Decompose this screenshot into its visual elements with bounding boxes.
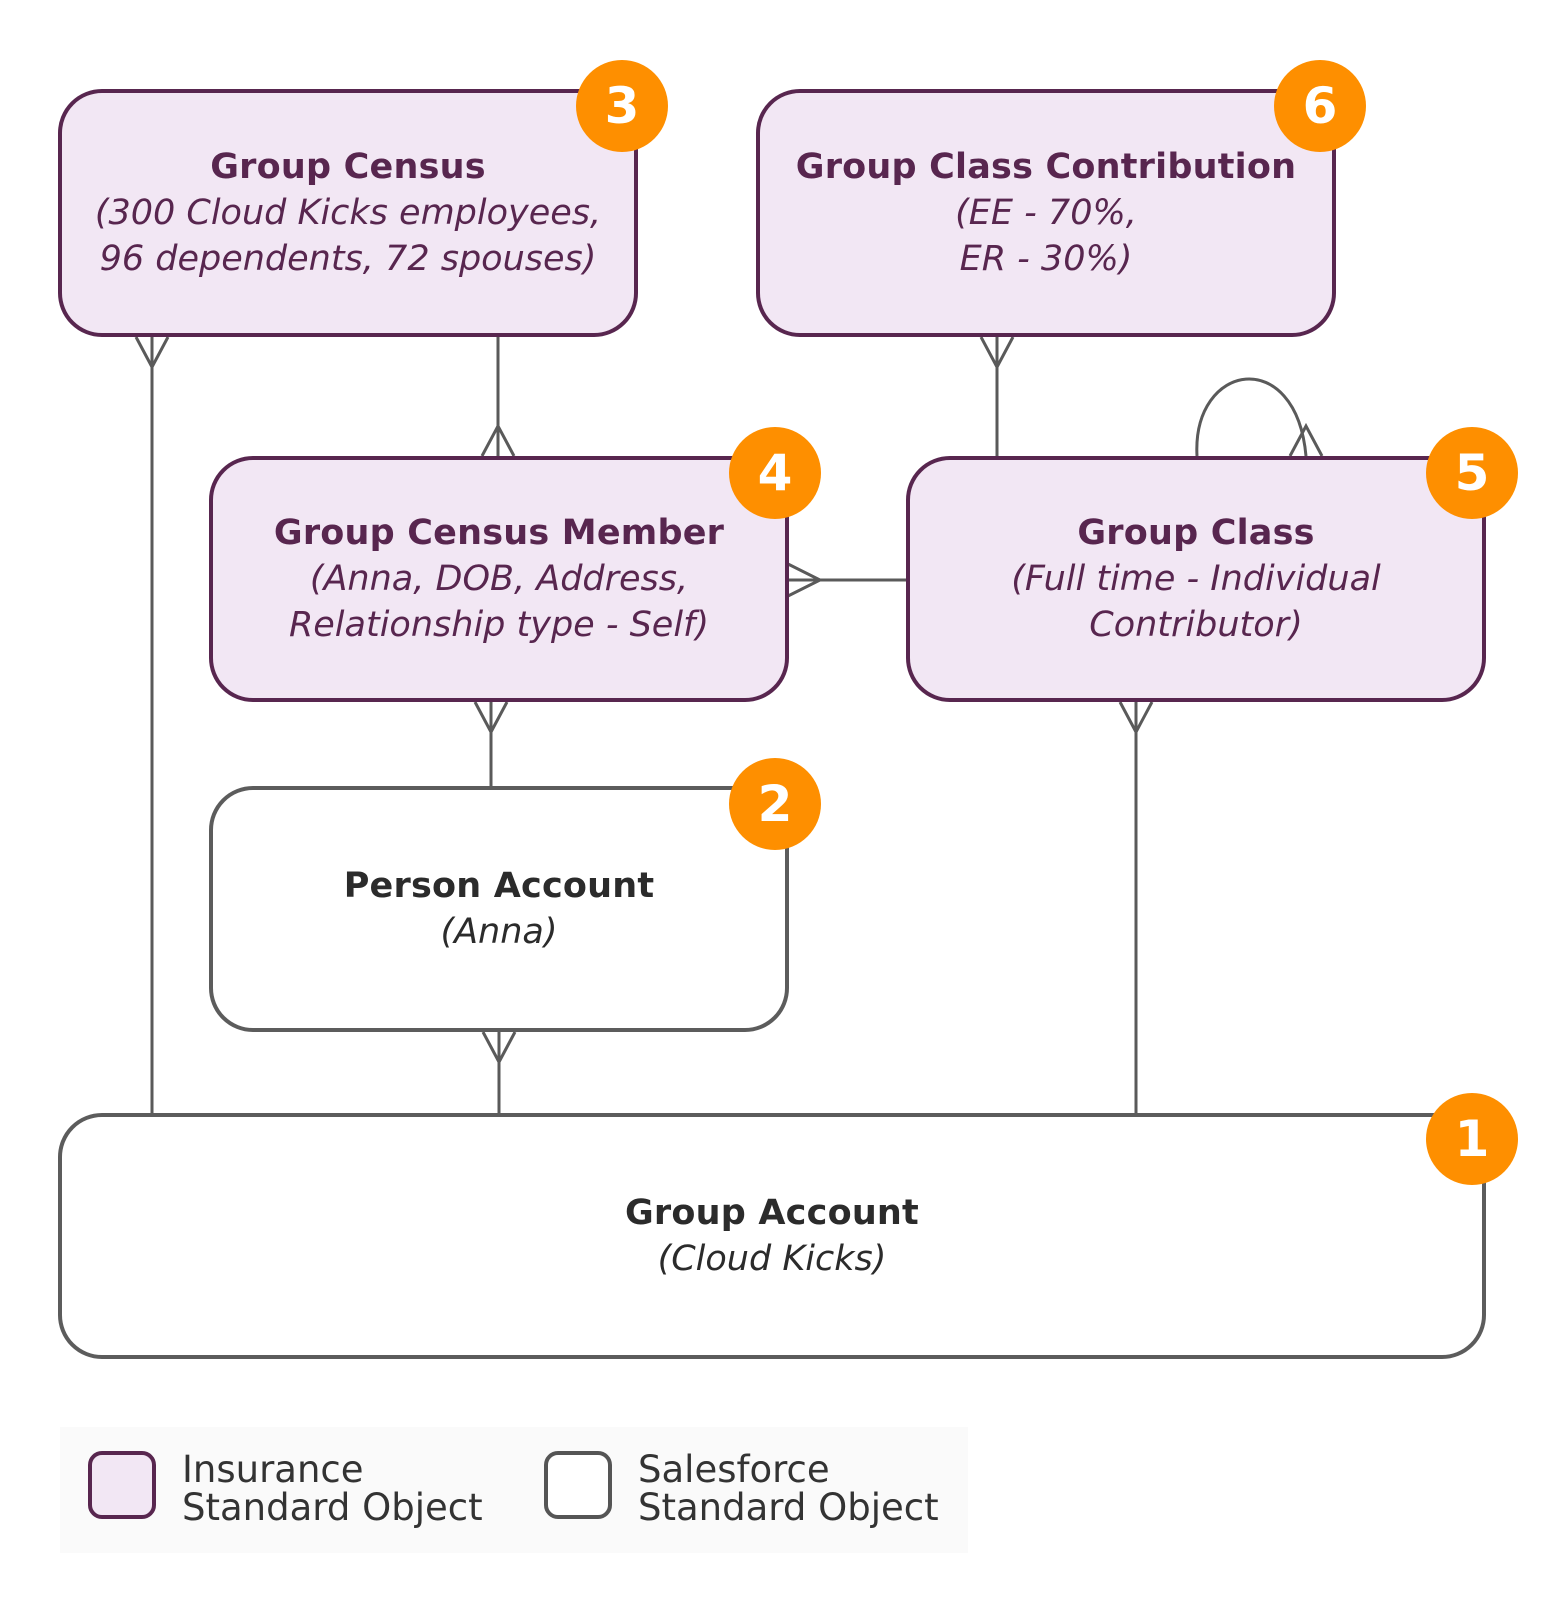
badge-3: 3 [576,60,668,152]
group-class-title: Group Class [1077,513,1315,553]
group-class-contribution-title: Group Class Contribution [795,147,1297,187]
crowfoot-class-account [1118,701,1154,736]
group-census-member-title: Group Census Member [273,513,725,553]
group-class-subtitle: (Full time - Individual Contributor) [1011,559,1381,645]
group-class-contribution-subtitle: (EE - 70%, ER - 30%) [955,193,1137,279]
person-account-title: Person Account [343,866,655,906]
person-account-box: Person Account (Anna) [209,786,789,1032]
crowfoot-contribution-class [979,336,1015,371]
badge-2: 2 [729,758,821,850]
connector-group-class-self [1195,377,1308,457]
legend: Insurance Standard Object Salesforce Sta… [60,1427,968,1553]
legend-salesforce-label: Salesforce Standard Object [638,1448,939,1529]
crowfoot-group-class-self [1288,422,1324,457]
crowfoot-census-member [480,422,516,457]
group-census-subtitle: (300 Cloud Kicks employees, 96 dependent… [94,193,602,279]
legend-insurance-label: Insurance Standard Object [182,1448,483,1529]
crowfoot-person-account [481,1031,517,1066]
group-account-subtitle: (Cloud Kicks) [657,1239,887,1279]
group-census-member-box: Group Census Member (Anna, DOB, Address,… [209,456,789,702]
badge-4: 4 [729,427,821,519]
group-class-contribution-box: Group Class Contribution (EE - 70%, ER -… [756,89,1336,337]
group-account-box: Group Account (Cloud Kicks) [58,1113,1486,1359]
badge-6: 6 [1274,60,1366,152]
person-account-subtitle: (Anna) [440,912,558,952]
legend-insurance-swatch [88,1451,156,1519]
badge-5: 5 [1426,427,1518,519]
group-census-box: Group Census (300 Cloud Kicks employees,… [58,89,638,337]
group-census-title: Group Census [210,147,486,187]
crowfoot-member-person [473,701,509,736]
crowfoot-member-class [787,562,824,598]
group-account-title: Group Account [625,1193,919,1233]
crowfoot-census-account [134,336,170,371]
badge-1: 1 [1426,1093,1518,1185]
group-census-member-subtitle: (Anna, DOB, Address, Relationship type -… [288,559,710,645]
group-class-box: Group Class (Full time - Individual Cont… [906,456,1486,702]
legend-salesforce-swatch [544,1451,612,1519]
